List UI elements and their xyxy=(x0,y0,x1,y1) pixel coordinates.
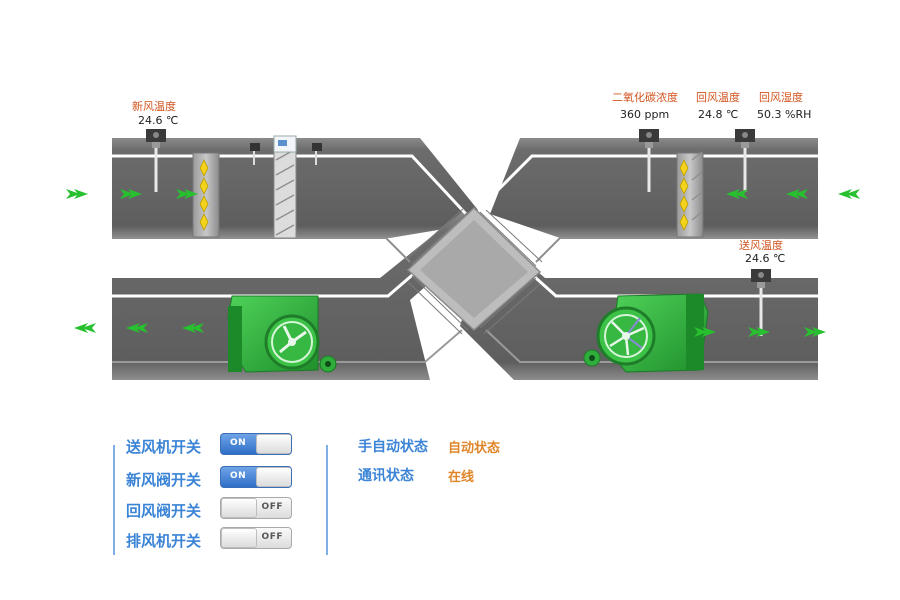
arrow-left-icon xyxy=(134,323,148,333)
duct-edge xyxy=(112,237,411,263)
arrow-right-icon xyxy=(184,189,198,199)
control-panel-divider xyxy=(113,445,115,555)
exhaust-fan-switch-label: 排风机开关 xyxy=(126,532,202,550)
arrow-right-icon xyxy=(694,327,708,337)
arrow-left-icon xyxy=(74,323,88,333)
supply-fan xyxy=(583,293,709,373)
fresh-air-filter xyxy=(192,152,220,238)
arrow-left-icon xyxy=(838,189,852,199)
arrow-right-icon xyxy=(748,327,762,337)
mode-status-label: 手自动状态 xyxy=(358,439,428,455)
toggle-state-text: OFF xyxy=(261,532,283,542)
co2-label: 二氧化碳浓度 xyxy=(612,91,678,104)
arrow-right-icon xyxy=(702,327,716,337)
arrow-left-icon xyxy=(182,323,196,333)
heat-exchanger-core xyxy=(420,220,528,318)
mode-status-value: 自动状态 xyxy=(448,441,501,456)
arrow-left-icon xyxy=(82,323,96,333)
toggle-knob xyxy=(256,467,291,487)
exhaust-fan xyxy=(227,295,337,373)
toggle-knob xyxy=(221,528,257,548)
airflow-arrows xyxy=(66,189,860,337)
arrow-left-icon xyxy=(846,189,860,199)
toggle-state-text: ON xyxy=(230,438,247,448)
arrow-left-icon xyxy=(726,189,740,199)
supply-air-temp-sensor xyxy=(751,269,771,336)
supply-fan-switch-label: 送风机开关 xyxy=(126,438,202,456)
return-air-humidity-label: 回风湿度 xyxy=(759,91,803,104)
supply-air-temp-label: 送风温度 xyxy=(739,239,783,252)
return-air-damper-toggle[interactable]: OFF xyxy=(220,497,292,519)
fresh-air-damper-toggle[interactable]: ON xyxy=(220,466,292,488)
return-air-temp-value: 24.8 ℃ xyxy=(698,108,739,121)
fresh-air-temp-value: 24.6 ℃ xyxy=(138,114,179,127)
arrow-left-icon xyxy=(786,189,800,199)
arrow-left-icon xyxy=(794,189,808,199)
toggle-state-text: OFF xyxy=(261,502,283,512)
fresh-air-damper xyxy=(250,135,322,239)
toggle-knob xyxy=(256,434,291,454)
return-air-filter xyxy=(676,151,704,238)
co2-sensor xyxy=(639,129,659,192)
toggle-knob xyxy=(221,498,257,518)
fresh-air-temp-label: 新风温度 xyxy=(132,100,176,113)
arrow-left-icon xyxy=(126,323,140,333)
arrow-right-icon xyxy=(812,327,826,337)
duct-edge xyxy=(535,237,818,263)
arrow-right-icon xyxy=(804,327,818,337)
exhaust-fan-toggle[interactable]: OFF xyxy=(220,527,292,549)
control-panel-divider xyxy=(326,445,328,555)
duct-upper-right xyxy=(490,138,818,238)
duct-edge xyxy=(486,154,818,202)
heat-exchanger-fins xyxy=(407,207,543,335)
fresh-air-temp-sensor xyxy=(146,129,166,192)
arrow-right-icon xyxy=(128,189,142,199)
arrow-right-icon xyxy=(756,327,770,337)
duct-edge xyxy=(485,329,818,363)
arrow-right-icon xyxy=(66,189,80,199)
return-air-temp-label: 回风温度 xyxy=(696,91,740,104)
return-air-humidity-value: 50.3 %RH xyxy=(757,108,812,121)
fresh-air-damper-switch-label: 新风阀开关 xyxy=(126,471,202,489)
toggle-state-text: ON xyxy=(230,471,247,481)
return-air-damper-switch-label: 回风阀开关 xyxy=(126,502,202,520)
return-air-temp-sensor xyxy=(735,129,755,192)
arrow-right-icon xyxy=(176,189,190,199)
comm-status-label: 通讯状态 xyxy=(358,468,414,484)
supply-air-temp-value: 24.6 ℃ xyxy=(745,252,786,265)
supply-fan-toggle[interactable]: ON xyxy=(220,433,292,455)
duct-edge xyxy=(112,329,463,363)
comm-status-value: 在线 xyxy=(448,470,475,485)
co2-value: 360 ppm xyxy=(620,108,670,121)
arrow-left-icon xyxy=(734,189,748,199)
arrow-right-icon xyxy=(120,189,134,199)
arrow-left-icon xyxy=(190,323,204,333)
arrow-right-icon xyxy=(74,189,88,199)
